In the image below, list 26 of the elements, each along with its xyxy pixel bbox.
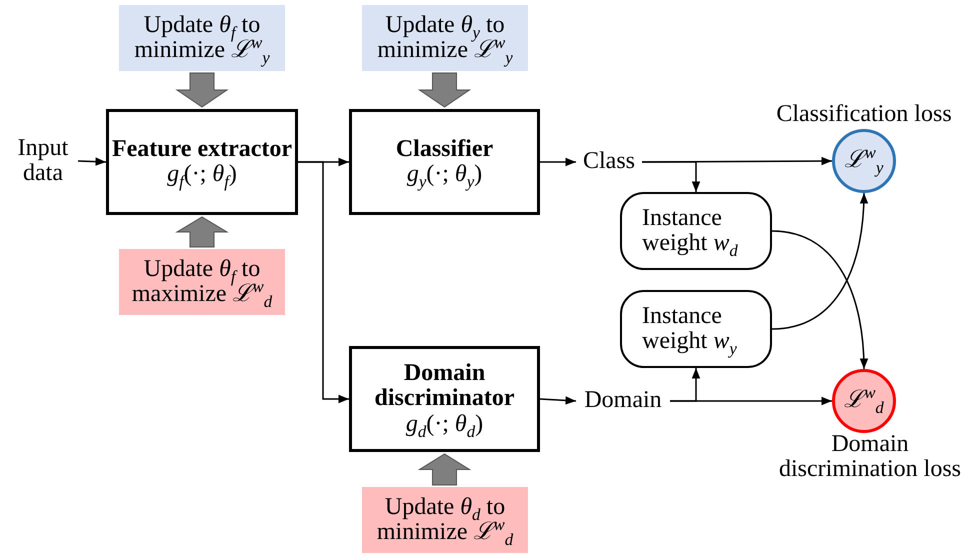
- weight-box: Instance weight w$_{d}$: [620, 192, 772, 270]
- flow-label: Domain: [576, 386, 670, 416]
- curved-arrow: [772, 192, 868, 330]
- curved-arrow: [772, 230, 868, 370]
- block-arrow: [175, 216, 229, 248]
- module-formula: g$_{d}$(·; θ$_{d}$): [406, 412, 484, 437]
- module-box: [349, 109, 540, 215]
- flow-label: Input data: [8, 130, 78, 192]
- flow-label: Class: [576, 147, 642, 177]
- block-arrow: [418, 72, 472, 108]
- arrow: [642, 156, 832, 166]
- module-box: [106, 109, 298, 215]
- arrow: [540, 158, 576, 166]
- weight-box: Instance weight w$_{y}$: [620, 290, 772, 368]
- arrow: [298, 161, 349, 404]
- loss-caption: Classification loss: [775, 102, 953, 128]
- arrow: [670, 368, 700, 402]
- arrow: [78, 157, 106, 166]
- module-box: [349, 346, 540, 452]
- module-title: Classifier: [396, 136, 494, 162]
- module-title: Feature extractor: [112, 136, 292, 162]
- arrow: [642, 161, 700, 192]
- arrow: [540, 396, 576, 405]
- loss-caption: Domain discrimination loss: [778, 432, 962, 482]
- block-arrow: [175, 72, 229, 108]
- block-arrow: [418, 453, 472, 486]
